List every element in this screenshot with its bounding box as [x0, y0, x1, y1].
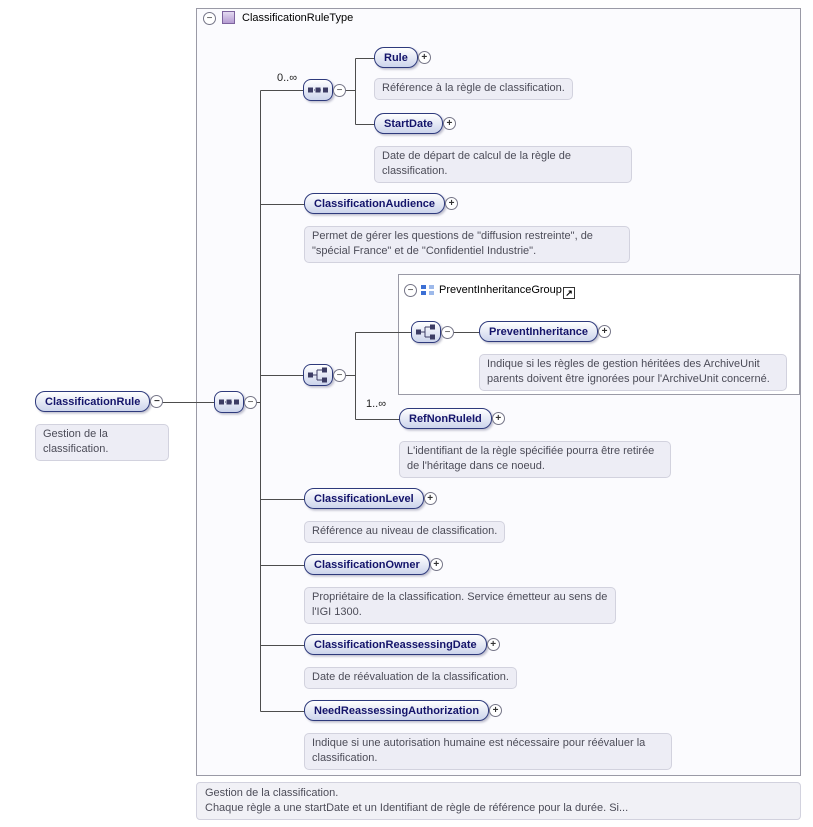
element-ref-non-rule-id[interactable]: RefNonRuleId +	[399, 408, 505, 429]
expand-icon[interactable]: +	[429, 558, 443, 571]
annotation-start-date: Date de départ de calcul de la règle de …	[374, 146, 632, 183]
choice-compositor[interactable]: −	[411, 321, 454, 343]
annotation-classification-reassessing-date: Date de réévaluation de la classificatio…	[304, 667, 517, 689]
sequence-compositor[interactable]: −	[214, 391, 257, 413]
annotation-rule: Référence à la règle de classification.	[374, 78, 573, 100]
complex-type-title: ClassificationRuleType	[242, 12, 354, 24]
element-label: PreventInheritance	[489, 325, 589, 338]
collapse-icon[interactable]: −	[333, 369, 346, 382]
annotation-classification-level: Référence au niveau de classification.	[304, 521, 506, 543]
annotation-ref-non-rule-id: L'identifiant de la règle spécifiée pour…	[399, 441, 671, 478]
element-label: ClassificationRule	[45, 395, 141, 408]
element-classification-level[interactable]: ClassificationLevel +	[304, 488, 437, 509]
element-label: RefNonRuleId	[409, 412, 482, 425]
element-label: Rule	[384, 51, 408, 64]
annotation-line: Gestion de la classification.	[205, 787, 339, 799]
element-label: ClassificationLevel	[314, 492, 414, 505]
expand-icon[interactable]: +	[489, 704, 503, 717]
annotation-prevent-inheritance: Indique si les règles de gestion héritée…	[479, 354, 787, 391]
expand-icon[interactable]: +	[417, 51, 431, 64]
element-classification-owner[interactable]: ClassificationOwner +	[304, 554, 443, 575]
model-group-icon	[421, 283, 435, 297]
annotation-line: Chaque règle a une startDate et un Ident…	[205, 802, 629, 814]
expand-icon[interactable]: +	[445, 197, 459, 210]
collapse-icon[interactable]: −	[150, 395, 164, 408]
sequence-icon	[308, 87, 328, 93]
expand-icon[interactable]: +	[423, 492, 437, 505]
annotation-classification-owner: Propriétaire de la classification. Servi…	[304, 587, 616, 624]
choice-icon	[308, 367, 327, 383]
element-label: ClassificationReassessingDate	[314, 638, 477, 651]
expand-icon[interactable]: +	[491, 412, 505, 425]
expand-icon[interactable]: +	[442, 117, 456, 130]
sequence-compositor[interactable]: −	[303, 79, 346, 101]
collapse-icon[interactable]: −	[404, 284, 417, 297]
element-label: NeedReassessingAuthorization	[314, 704, 480, 717]
collapse-icon[interactable]: −	[441, 326, 454, 339]
collapse-icon[interactable]: −	[333, 84, 346, 97]
collapse-icon[interactable]: −	[244, 396, 257, 409]
element-classification-audience[interactable]: ClassificationAudience +	[304, 193, 459, 214]
choice-icon	[416, 324, 435, 340]
element-classification-rule[interactable]: ClassificationRule −	[35, 391, 164, 412]
element-label: StartDate	[384, 117, 433, 130]
annotation-need-reassessing-authorization: Indique si une autorisation humaine est …	[304, 733, 672, 770]
goto-definition-icon[interactable]: ↗	[563, 287, 575, 299]
element-start-date[interactable]: StartDate +	[374, 113, 456, 134]
element-classification-reassessing-date[interactable]: ClassificationReassessingDate +	[304, 634, 500, 655]
group-title: PreventInheritanceGroup	[439, 284, 562, 296]
annotation-classification-rule: Gestion de la classification.	[35, 424, 169, 461]
collapse-icon[interactable]: −	[203, 12, 216, 25]
expand-icon[interactable]: +	[486, 638, 500, 651]
expand-icon[interactable]: +	[598, 325, 612, 338]
element-need-reassessing-authorization[interactable]: NeedReassessingAuthorization +	[304, 700, 503, 721]
type-annotation: Gestion de la classification. Chaque règ…	[196, 782, 801, 820]
element-prevent-inheritance[interactable]: PreventInheritance +	[479, 321, 612, 342]
annotation-classification-audience: Permet de gérer les questions de "diffus…	[304, 226, 630, 263]
element-label: ClassificationAudience	[314, 197, 436, 210]
occurrence-label: 1..∞	[366, 398, 387, 410]
element-rule[interactable]: Rule +	[374, 47, 431, 68]
occurrence-label: 0..∞	[277, 72, 298, 84]
complex-type-icon	[222, 11, 235, 24]
element-label: ClassificationOwner	[314, 558, 420, 571]
sequence-icon	[219, 399, 239, 405]
choice-compositor[interactable]: −	[303, 364, 346, 386]
